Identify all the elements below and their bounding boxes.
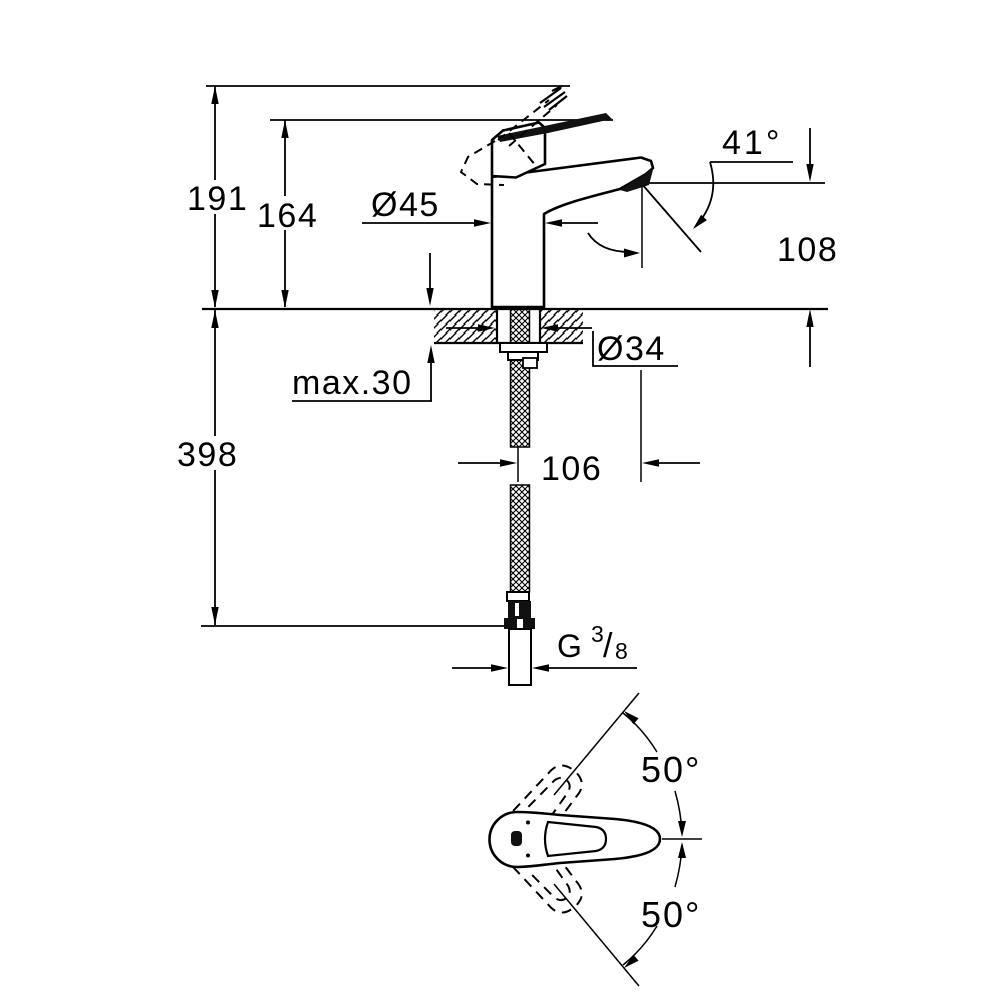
handle-raised-dashed [459,85,568,186]
spout-projection-label: 106 [541,450,602,488]
faucet-body-and-spout [490,156,655,309]
raised-lever-tip-strokes [539,85,568,111]
shank-through-deck [509,308,531,344]
mounting-hole-edges [495,309,542,343]
outlet-height-label: 108 [777,231,838,269]
shank-stub [522,357,538,369]
handle-position-up-dashed [512,764,583,839]
handle-top-outline [488,810,662,869]
spout-angle-label: 41° [722,124,782,162]
thread-slash: / [603,627,613,665]
thread-denominator: 8 [615,638,628,664]
deck-hatch-left [434,309,497,342]
swing-ray-lower [553,883,640,987]
handle-pivot-dot-bottom [526,853,530,858]
thread-size-label: G 3 / 8 [557,621,628,665]
handle-logo-dot [511,831,522,846]
total-height-label: 191 [187,180,248,218]
spout-aerator [620,166,654,192]
mounting-assembly [434,308,583,448]
spout-angle-arc-inner [587,232,631,253]
swing-upper-label: 50° [641,749,701,790]
spout-angle-reference-line [640,182,702,253]
deck-thickness-label: max.30 [292,364,413,402]
o34-label-box [592,331,678,367]
mounting-flange [499,342,548,353]
supply-hose [504,484,535,686]
handle-top-view [488,692,702,987]
handle-grip-inner [543,820,608,858]
spout-angle-arc-outer [694,161,715,228]
height-to-spout-label: 164 [257,197,318,235]
swing-ray-upper [553,692,640,796]
swing-arc-upper-a [622,712,658,753]
thread-prefix: G [557,628,582,664]
hose-nut-notch [517,619,523,628]
handle-pivot-dot-top [526,820,530,825]
faucet-side-view [459,85,655,309]
hose-nut-highlight [515,603,519,616]
swing-lower-label: 50° [641,894,701,935]
hole-diameter-label: Ø34 [597,330,666,368]
below-deck-length-label: 398 [177,436,238,474]
dimension-labels: 191 164 Ø45 41° 108 Ø34 max.30 398 106 G… [177,124,838,935]
handle-position-down-dashed [512,839,583,914]
connection-tube-g38 [508,628,532,686]
hose-lower-segment [509,484,531,593]
hose-nut-upper [508,601,531,618]
thread-numerator: 3 [591,621,604,647]
hose-collar [506,591,530,602]
swing-arc-lower-b [622,925,658,966]
dim-line-max30 [292,253,432,402]
hose-upper-segment [509,359,531,448]
body-diameter-label: Ø45 [371,186,440,224]
deck-hatch-right [540,309,583,342]
handle-lever [497,113,612,142]
